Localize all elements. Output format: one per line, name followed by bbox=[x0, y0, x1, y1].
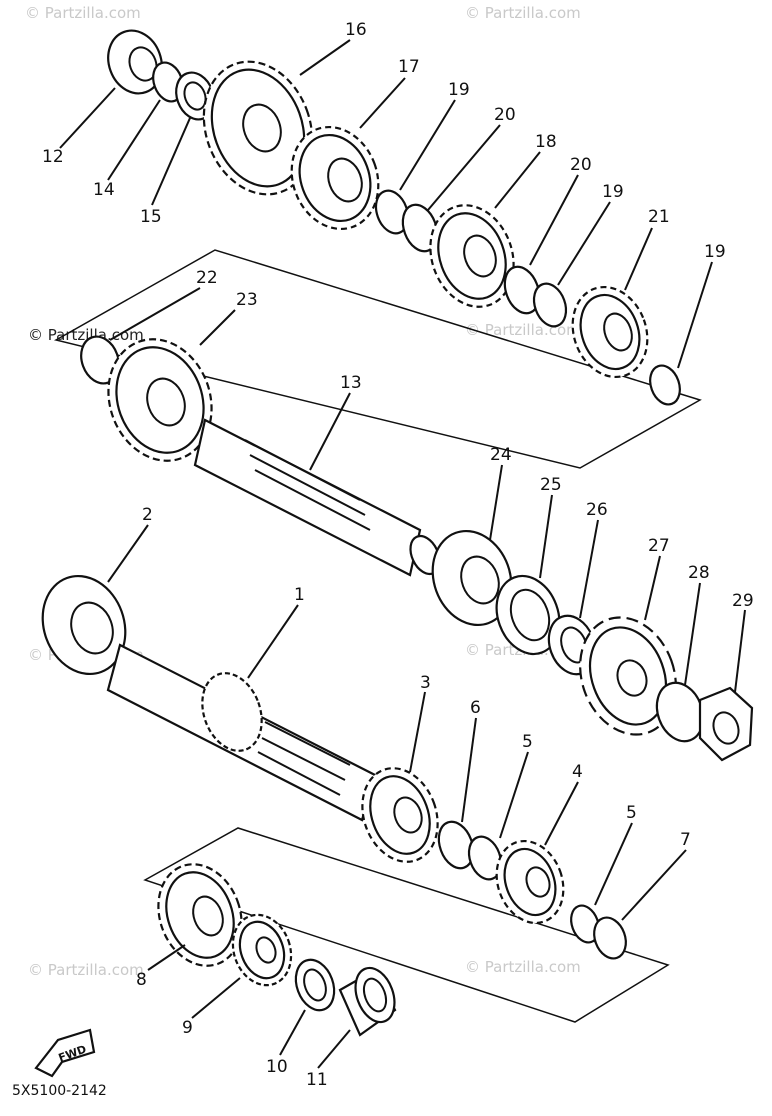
part-18-gear bbox=[429, 204, 515, 308]
callout-3: 3 bbox=[420, 673, 431, 693]
callout-7: 7 bbox=[680, 830, 691, 850]
callout-11: 11 bbox=[306, 1070, 328, 1090]
callout-2: 2 bbox=[142, 505, 153, 525]
part-8-gear bbox=[157, 863, 243, 967]
part-11-bearing bbox=[338, 966, 397, 1037]
callout-21: 21 bbox=[648, 207, 670, 227]
drive-shaft-group-outline bbox=[143, 827, 670, 1023]
part-23-gear bbox=[107, 338, 213, 462]
callout-20: 20 bbox=[494, 105, 516, 125]
part-29-nut bbox=[698, 686, 754, 762]
part-21-gear bbox=[571, 285, 649, 379]
callout-24: 24 bbox=[490, 445, 512, 465]
part-3-gear bbox=[361, 767, 439, 863]
watermark: © Partzilla.com bbox=[28, 961, 144, 979]
callout-20: 20 bbox=[570, 155, 592, 175]
callout-5: 5 bbox=[626, 803, 637, 823]
callout-4: 4 bbox=[572, 762, 583, 782]
callout-8: 8 bbox=[136, 970, 147, 990]
part-12-bearing bbox=[107, 29, 163, 95]
callout-17: 17 bbox=[398, 57, 420, 77]
part-20-washer bbox=[503, 265, 541, 315]
part-4-gear bbox=[495, 839, 565, 925]
part-code: 5X5100-2142 bbox=[12, 1083, 107, 1099]
callout-12: 12 bbox=[42, 147, 64, 167]
part-17-gear bbox=[290, 125, 380, 231]
fwd-arrow: FWD bbox=[34, 1028, 96, 1078]
part-13-shaft bbox=[193, 418, 441, 577]
part-6-washer bbox=[437, 820, 475, 870]
part-19-circlip bbox=[374, 189, 410, 235]
callout-1: 1 bbox=[294, 585, 305, 605]
part-24-bearing bbox=[431, 529, 513, 627]
callout-6: 6 bbox=[470, 698, 481, 718]
part-19-circlip bbox=[532, 282, 568, 328]
callout-26: 26 bbox=[586, 500, 608, 520]
callout-27: 27 bbox=[648, 536, 670, 556]
callout-18: 18 bbox=[535, 132, 557, 152]
callout-19: 19 bbox=[448, 80, 470, 100]
callout-19: 19 bbox=[704, 242, 726, 262]
part-9-gear bbox=[231, 913, 293, 987]
part-5-circlip bbox=[570, 904, 600, 944]
callout-labels: 16 17 19 20 18 20 19 21 19 12 14 15 22 2… bbox=[42, 20, 754, 1090]
callout-13: 13 bbox=[340, 373, 362, 393]
watermark: © Partzilla.com bbox=[465, 958, 581, 976]
callout-23: 23 bbox=[236, 290, 258, 310]
callout-25: 25 bbox=[540, 475, 562, 495]
callout-9: 9 bbox=[182, 1018, 193, 1038]
callout-5: 5 bbox=[522, 732, 533, 752]
watermark: © Partzilla.com bbox=[25, 4, 141, 22]
callout-15: 15 bbox=[140, 207, 162, 227]
callout-29: 29 bbox=[732, 591, 754, 611]
part-27-sprocket bbox=[579, 616, 677, 736]
watermark: © Partzilla.com bbox=[465, 321, 581, 339]
part-25-oil-seal bbox=[495, 574, 561, 656]
callout-22: 22 bbox=[196, 268, 218, 288]
part-20-washer bbox=[401, 203, 439, 253]
counter-shaft-group-outline bbox=[53, 249, 702, 469]
callout-19: 19 bbox=[602, 182, 624, 202]
part-5-circlip bbox=[467, 835, 503, 881]
part-1-main-shaft bbox=[106, 643, 377, 822]
part-7-washer bbox=[593, 916, 627, 960]
part-16-gear bbox=[202, 60, 314, 196]
callout-16: 16 bbox=[345, 20, 367, 40]
callout-10: 10 bbox=[266, 1057, 288, 1077]
callout-14: 14 bbox=[93, 180, 115, 200]
part-2-bearing bbox=[41, 574, 127, 676]
part-19-circlip bbox=[649, 364, 681, 406]
callout-28: 28 bbox=[688, 563, 710, 583]
watermark: © Partzilla.com bbox=[465, 4, 581, 22]
part-10-washer bbox=[294, 958, 336, 1012]
leader-lines bbox=[59, 39, 746, 1069]
